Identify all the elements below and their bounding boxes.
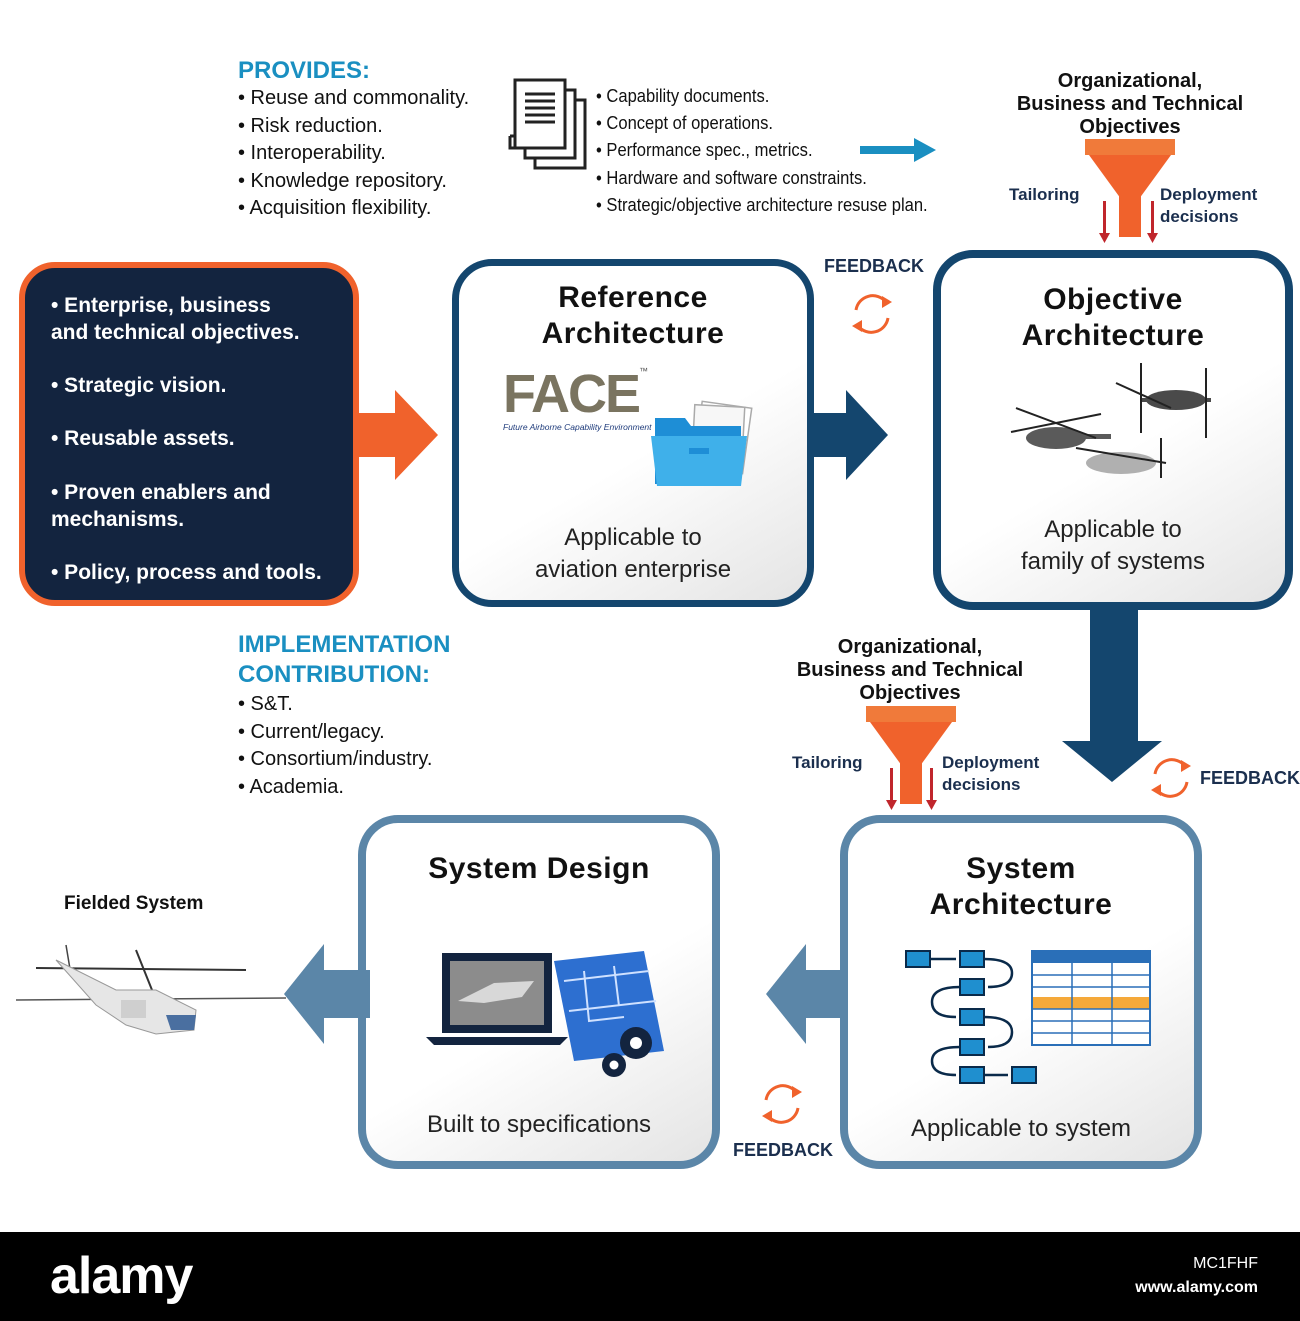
helicopter-icon [16, 944, 287, 1035]
box-title: Reference Architecture [541, 281, 725, 350]
list-item: • Policy, process and tools. [51, 561, 322, 584]
deployment-decisions-label: Deployment decisions [942, 753, 1040, 794]
list-item: • Reusable assets. [51, 427, 235, 450]
funnel-mid-title: Organizational, Business and Technical O… [796, 636, 1024, 704]
feedback-label: FEEDBACK [733, 1140, 834, 1160]
documents-icon [508, 78, 587, 170]
box-subtitle: Built to specifications [426, 1111, 652, 1138]
list-item: • Performance spec., metrics. [596, 140, 813, 161]
implementation-list: • S&T. • Current/legacy. • Consortium/in… [238, 691, 432, 801]
box-title: System Architecture [929, 852, 1113, 921]
box-title: Objective Architecture [1021, 283, 1205, 352]
left-arrow-icon [284, 944, 370, 1044]
footer-id: MC1FHF [1193, 1255, 1258, 1272]
laptop-design-icon [426, 951, 664, 1077]
list-item: • S&T. [238, 693, 293, 715]
reference-architecture-box: Reference Architecture FACE™ Future Airb… [452, 259, 814, 607]
right-arrow-icon [860, 138, 936, 162]
list-item: • Knowledge repository. [238, 169, 447, 192]
list-item: • Capability documents. [596, 86, 770, 106]
deployment-decisions-label: Deployment decisions [1160, 185, 1258, 226]
footer-brand: alamy [50, 1247, 193, 1305]
folder-icon [651, 400, 753, 486]
box-subtitle: Applicable to aviation enterprise [534, 524, 732, 583]
provides-list: • Reuse and commonality. • Risk reductio… [238, 85, 469, 223]
list-item: • Risk reduction. [238, 114, 383, 137]
box-subtitle: Applicable to system [910, 1115, 1132, 1142]
down-arrow-icon [1062, 606, 1162, 782]
feedback-cycle-icon [852, 294, 892, 334]
documents-list: • Capability documents. • Concept of ope… [596, 83, 956, 219]
box-title: System Design [428, 852, 650, 885]
funnel-icon [1085, 139, 1175, 243]
tailoring-label: Tailoring [1009, 185, 1080, 204]
list-item: • Strategic vision. [51, 374, 227, 397]
list-item: • Hardware and software constraints. [596, 167, 867, 188]
feedback-cycle-icon [762, 1084, 802, 1124]
funnel-top-title: Organizational, Business and Technical O… [1016, 70, 1244, 138]
list-item: • Acquisition flexibility. [238, 197, 432, 219]
list-item: • Consortium/industry. [238, 748, 433, 770]
footer-bar: alamy MC1FHF www.alamy.com [0, 1232, 1300, 1321]
list-item: • Reuse and commonality. [238, 87, 470, 109]
footer-url: www.alamy.com [1135, 1279, 1258, 1296]
list-item: • Current/legacy. [238, 720, 385, 743]
funnel-icon [866, 706, 956, 810]
list-item: • Concept of operations. [596, 113, 774, 134]
aircraft-icon [1010, 363, 1211, 478]
feedback-label: FEEDBACK [824, 256, 925, 276]
system-design-box: System Design Built to specifications [358, 815, 720, 1169]
list-item: • Enterprise, business and technical obj… [51, 294, 300, 344]
feedback-cycle-icon [1151, 758, 1191, 798]
provides-heading: PROVIDES: [238, 57, 371, 84]
list-item: • Academia. [238, 775, 344, 798]
flowchart-icon [905, 950, 1151, 1084]
system-architecture-box: System Architecture [840, 815, 1202, 1169]
box-subtitle: Applicable to family of systems [1020, 516, 1206, 575]
implementation-heading: IMPLEMENTATION CONTRIBUTION: [238, 631, 451, 688]
objective-architecture-box: Objective Architecture Applicable to fam… [933, 250, 1293, 610]
feedback-label: FEEDBACK [1200, 768, 1300, 788]
list-item: • Proven enablers and mechanisms. [51, 481, 271, 531]
tailoring-label: Tailoring [792, 753, 863, 772]
inputs-box: • Enterprise, business and technical obj… [19, 262, 359, 606]
fielded-system-label: Fielded System [64, 893, 204, 914]
list-item: • Strategic/objective architecture resus… [596, 194, 928, 215]
face-logo: FACE™ Future Airborne Capability Environ… [503, 364, 652, 432]
list-item: • Interoperability. [238, 142, 386, 164]
